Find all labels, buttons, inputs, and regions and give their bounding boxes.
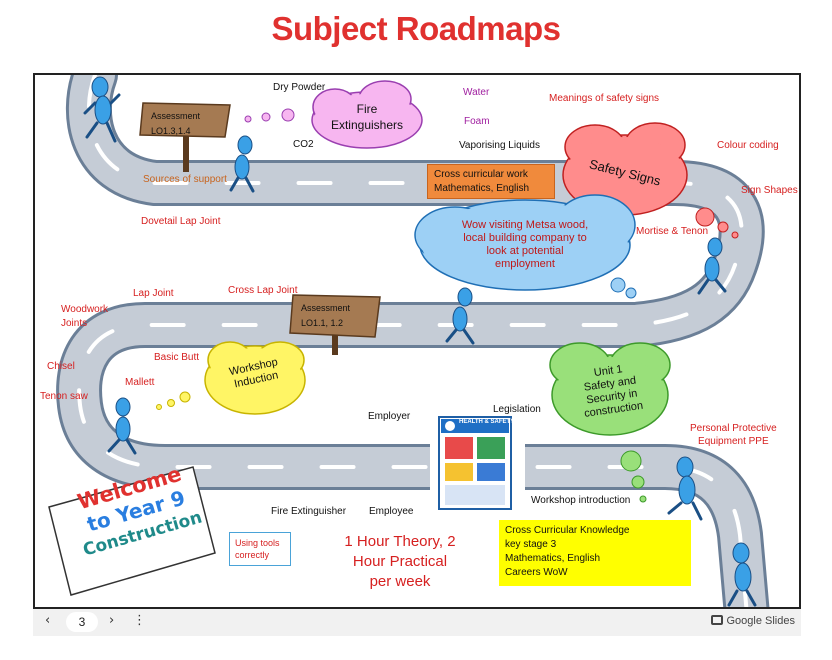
label-fire-extinguisher: Fire Extinguisher: [271, 506, 347, 517]
label-employer: Employer: [368, 411, 411, 422]
yellow-line4: Careers WoW: [505, 567, 568, 578]
yellow-line3: Mathematics, English: [505, 553, 601, 564]
sign-middle-text: Assessment LO1.1, 1.2: [301, 301, 350, 331]
label-woodwork: Woodwork Joints: [61, 303, 108, 331]
sign-middle: [289, 294, 381, 355]
label-sign-shapes: Sign Shapes: [741, 185, 798, 196]
wow-cloud-text: Wow visiting Metsa wood, local building …: [430, 219, 620, 271]
label-cross-lap: Cross Lap Joint: [228, 285, 298, 296]
wow-line3: look at potential: [486, 245, 564, 257]
hours-line3: per week: [369, 573, 431, 590]
cross-curricular-line2: Mathematics, English: [434, 183, 530, 194]
label-mortise: Mortise & Tenon: [636, 226, 709, 237]
cross-curricular-box: Cross curricular work Mathematics, Engli…: [427, 164, 555, 199]
fire-cloud: [244, 80, 423, 149]
slides-icon: [710, 615, 723, 625]
yellow-line1: Cross Curricular Knowledge: [505, 525, 630, 536]
using-tools-box: Using tools correctly: [229, 532, 291, 566]
label-woodwork-line2: Joints: [61, 318, 88, 329]
label-vaporising: Vaporising Liquids: [459, 140, 540, 151]
label-dovetail: Dovetail Lap Joint: [141, 216, 221, 227]
label-sources: Sources of support: [143, 174, 227, 185]
sign-middle-line1: Assessment: [301, 303, 351, 313]
poster-title: HEALTH & SAFETY: [459, 419, 515, 425]
more-options-button[interactable]: ⋮: [133, 613, 146, 628]
health-safety-poster: [438, 416, 512, 510]
wow-line2: local building company to: [463, 232, 587, 244]
using-tools-line1: Using tools: [235, 538, 280, 548]
wow-line1: Wow visiting Metsa wood,: [461, 219, 589, 231]
hours-line2: Hour Practical: [352, 553, 448, 570]
sign-top-line1: Assessment: [151, 111, 201, 121]
label-employee: Employee: [369, 506, 414, 517]
welcome-card-bg: [48, 466, 216, 596]
fire-cloud-text: Fire Extinguishers: [317, 101, 417, 133]
label-woodwork-line1: Woodwork: [61, 304, 109, 315]
label-workshop-intro: Workshop introduction: [531, 495, 631, 506]
sign-top-text: Assessment LO1.3,1.4: [151, 109, 200, 139]
label-ppe: Personal Protective Equipment PPE: [690, 422, 777, 448]
label-water: Water: [463, 87, 490, 98]
page-title: Subject Roadmaps: [271, 10, 561, 47]
unit1-cloud: [549, 342, 671, 503]
label-dry-powder: Dry Powder: [273, 82, 326, 93]
hours-text: 1 Hour Theory, 2 Hour Practical per week: [325, 532, 475, 592]
label-chisel: Chisel: [47, 361, 75, 372]
label-lap-joint: Lap Joint: [133, 288, 174, 299]
google-slides-label: Google Slides: [726, 615, 796, 627]
hours-line1: 1 Hour Theory, 2: [344, 533, 456, 550]
label-tenon-saw: Tenon saw: [40, 391, 88, 402]
fire-cloud-line2: Extinguishers: [330, 118, 404, 132]
label-legislation: Legislation: [493, 404, 541, 415]
cross-curricular-knowledge-box: Cross Curricular Knowledge key stage 3 M…: [499, 520, 691, 586]
roadmap-road: [48, 75, 770, 607]
label-meanings: Meanings of safety signs: [549, 93, 660, 104]
sign-top: [139, 102, 231, 172]
label-basic-butt: Basic Butt: [154, 352, 200, 363]
using-tools-line2: correctly: [235, 550, 270, 560]
sign-middle-line2: LO1.1, 1.2: [301, 318, 344, 328]
label-foam: Foam: [464, 116, 490, 127]
yellow-line2: key stage 3: [505, 539, 557, 550]
label-mallett: Mallett: [125, 377, 155, 388]
page-number-field[interactable]: 3: [66, 612, 98, 632]
label-co2: CO2: [293, 139, 314, 150]
cross-curricular-line1: Cross curricular work: [434, 169, 528, 180]
workshop-cloud: [156, 341, 306, 415]
label-ppe-line2: Equipment PPE: [698, 436, 769, 447]
fire-cloud-line1: Fire: [356, 102, 378, 116]
next-slide-button[interactable]: ›: [109, 613, 115, 628]
sign-top-line2: LO1.3,1.4: [151, 126, 191, 136]
wow-cloud: [414, 194, 637, 299]
slide-canvas: Assessment LO1.3,1.4 Assessment LO1.1, 1…: [33, 73, 801, 609]
wow-line4: employment: [495, 258, 555, 270]
viewer-toolbar: ‹ 3 › ⋮ Google Slides: [33, 609, 801, 636]
google-slides-link[interactable]: Google Slides: [710, 615, 796, 627]
label-ppe-line1: Personal Protective: [690, 423, 777, 434]
prev-slide-button[interactable]: ‹: [45, 613, 51, 628]
label-colour-coding: Colour coding: [717, 140, 779, 151]
